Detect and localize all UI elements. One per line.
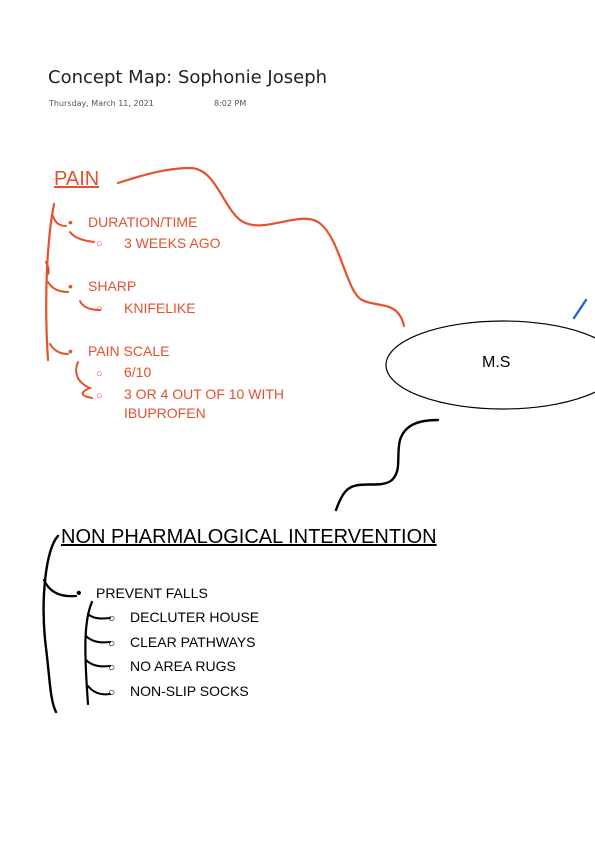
pain-sub-scale-1: 6/10	[124, 364, 152, 380]
pain-sub-bullet-2: ○	[96, 303, 103, 315]
pain-sub-stroke-3	[75, 361, 93, 399]
pain-item-duration: DURATION/TIME	[88, 214, 198, 230]
pain-sub-stroke-2	[79, 300, 101, 311]
intervention-bracket-tick-1	[42, 578, 78, 598]
pain-sub-sharp: KNIFELIKE	[124, 300, 196, 316]
intervention-sub-rugs: NO AREA RUGS	[130, 658, 236, 674]
intervention-bracket-stroke	[42, 534, 60, 714]
pain-connector-stroke	[116, 166, 406, 328]
pain-item-scale: PAIN SCALE	[88, 343, 170, 359]
intervention-sub-tick-4	[87, 685, 111, 696]
pain-bracket-tick-1	[52, 215, 67, 227]
pain-heading: PAIN	[54, 168, 100, 190]
intervention-sub-declutter: DECLUTER HOUSE	[130, 609, 260, 625]
intervention-connector-stroke	[334, 418, 440, 512]
central-node-ellipse	[385, 320, 595, 410]
pain-sub-stroke-1	[69, 231, 95, 243]
intervention-sub-bullet-1: ○	[108, 611, 116, 625]
blue-edge-stroke	[572, 298, 588, 320]
pain-sub-bullet-3: ○	[96, 368, 103, 380]
central-node-label: M.S	[482, 354, 511, 371]
page-date: Thursday, March 11, 2021	[49, 99, 154, 108]
intervention-sub-bullet-3: ○	[108, 660, 116, 674]
pain-bracket-stroke	[45, 202, 56, 362]
intervention-sub-tick-1	[87, 613, 111, 620]
intervention-sub-bullet-2: ○	[108, 636, 116, 650]
pain-bullet-3: •	[68, 343, 73, 359]
intervention-heading: NON PHARMALOGICAL INTERVENTION	[61, 526, 437, 548]
page-time: 8:02 PM	[214, 99, 247, 108]
pain-sub-scale-3: IBUPROFEN	[124, 405, 206, 421]
intervention-sub-tick-2	[85, 635, 111, 644]
intervention-bullet-1: •	[76, 585, 82, 602]
intervention-sub-socks: NON-SLIP SOCKS	[130, 683, 249, 699]
intervention-sub-bracket	[84, 600, 94, 706]
pain-bracket-tick-2	[45, 261, 50, 275]
pain-item-sharp: SHARP	[88, 278, 137, 294]
pain-bullet-1: •	[68, 214, 73, 230]
pain-bullet-2: •	[68, 278, 73, 294]
pain-sub-scale-2: 3 OR 4 OUT OF 10 WITH	[124, 386, 284, 402]
intervention-sub-bullet-4: ○	[108, 685, 116, 699]
pain-sub-bullet-4: ○	[96, 390, 103, 402]
pain-bracket-tick-4	[49, 343, 69, 355]
pain-bracket-tick-3	[47, 281, 69, 293]
pain-sub-bullet-1: ○	[96, 238, 103, 250]
page-title: Concept Map: Sophonie Joseph	[48, 67, 328, 88]
intervention-sub-tick-3	[85, 659, 111, 668]
pain-sub-duration: 3 WEEKS AGO	[124, 235, 221, 251]
intervention-item-prevent-falls: PREVENT FALLS	[96, 585, 208, 601]
intervention-sub-pathways: CLEAR PATHWAYS	[130, 634, 256, 650]
